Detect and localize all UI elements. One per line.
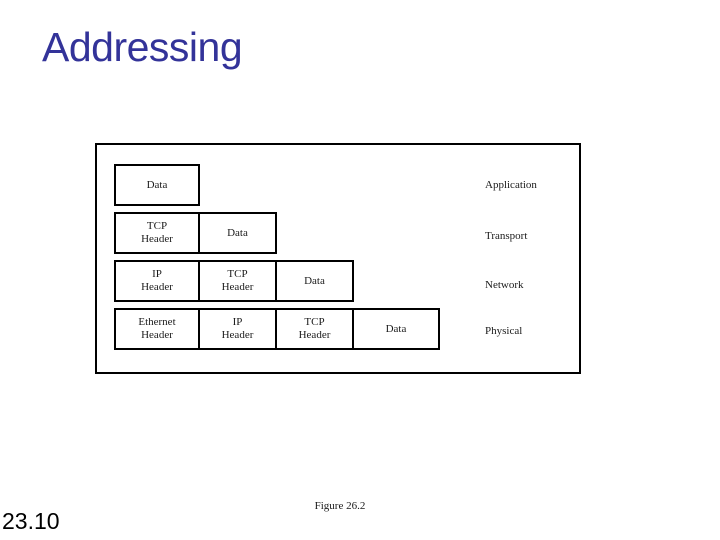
- pdu-cell-data: Data: [198, 212, 277, 254]
- pdu-cell-line2: Header: [221, 329, 254, 341]
- figure-caption: Figure 26.2: [314, 500, 366, 512]
- pdu-cell-label: Data: [146, 178, 168, 191]
- pdu-cell-line2: Header: [141, 233, 173, 245]
- pdu-cell-data: Data: [114, 164, 200, 206]
- pdu-cell-line2: Header: [298, 329, 331, 341]
- pdu-cell-line2: Header: [221, 281, 254, 293]
- layer-label-physical: Physical: [485, 325, 523, 337]
- pdu-cell-line1: IP: [152, 268, 162, 280]
- pdu-cell-line2: Header: [141, 329, 173, 341]
- page-title: Addressing: [42, 24, 243, 70]
- pdu-cell-label: Data: [227, 226, 248, 239]
- pdu-cell-line2: Header: [141, 281, 173, 293]
- pdu-cell-line1: TCP: [304, 316, 325, 328]
- pdu-cell-line1: IP: [232, 316, 243, 328]
- pdu-cell-line1: TCP: [227, 268, 248, 280]
- pdu-cell-line1: TCP: [146, 220, 168, 232]
- pdu-cell-data: Data: [275, 260, 354, 302]
- pdu-row-application: Data: [114, 164, 438, 206]
- layer-label-transport: Transport: [485, 230, 528, 242]
- pdu-cell-label: Data: [304, 274, 325, 287]
- layer-label-network: Network: [485, 279, 524, 291]
- layer-label-column: Application Transport Network Physical: [485, 145, 581, 372]
- layer-label-application: Application: [485, 179, 537, 191]
- pdu-cell-line1: Ethernet: [138, 316, 176, 328]
- pdu-cell-data: Data: [352, 308, 440, 350]
- page-number: 23.10: [2, 508, 60, 534]
- pdu-cell-label: Data: [385, 322, 407, 335]
